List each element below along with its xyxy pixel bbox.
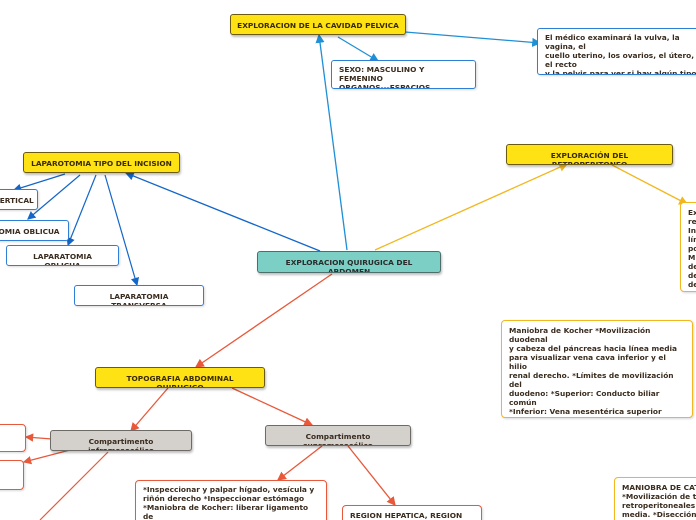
link-lap-transversa: [104, 174, 140, 287]
link-topo-supra: [231, 387, 314, 426]
node-medico-nota[interactable]: El médico examinará la vulva, la vagina,…: [537, 28, 696, 75]
node-inspeccionar[interactable]: *Inspeccionar y palpar hígado, vesícula …: [135, 480, 327, 520]
link-root-retro: [374, 163, 569, 251]
node-vertical[interactable]: VERTICAL: [0, 189, 38, 210]
node-oblicua-partial[interactable]: TOMIA OBLICUA: [0, 220, 69, 241]
node-laparatomia-transversa[interactable]: LAPARATOMIA TRANSVERSA: [74, 285, 204, 306]
node-maniobra-cat[interactable]: MANIOBRA DE CAT *Movilización de to retr…: [614, 477, 696, 520]
link-lap-oblicua-partial: [27, 174, 81, 220]
node-retro-nota[interactable]: Ex re In lín po M de de de: [680, 202, 696, 292]
node-region-hepatica[interactable]: REGION HEPATICA, REGION: [342, 505, 482, 520]
link-cavidad-medico: [404, 31, 542, 47]
link-root-topografia: [194, 273, 333, 368]
link-supra-inspeccionar: [276, 445, 323, 481]
node-laparatomia-oblicua[interactable]: LAPARATOMIA OBLICUA: [6, 245, 119, 266]
node-kocher-nota[interactable]: Maniobra de Kocher *Movilización duodena…: [501, 320, 693, 418]
node-root[interactable]: EXPLORACION QUIRUGICA DEL ABDOMEN: [257, 251, 441, 273]
node-supramesocolico[interactable]: Compartimento supramesocólico: [265, 425, 411, 446]
node-cavidad-pelvica[interactable]: EXPLORACION DE LA CAVIDAD PELVICA: [230, 14, 406, 35]
node-laparotomia[interactable]: LAPAROTOMIA TIPO DEL INCISION: [23, 152, 180, 173]
link-supra-region: [347, 445, 396, 507]
link-lap-vertical: [12, 173, 66, 192]
node-inframesocolico[interactable]: Compartimento inframesocólico: [50, 430, 192, 451]
link-infra-left-a: [24, 433, 53, 442]
link-retro-note: [611, 164, 689, 205]
link-infra-down: [39, 451, 109, 520]
link-infra-left-b: [22, 449, 71, 465]
node-sexo[interactable]: SEXO: MASCULINO Y FEMENINO ORGANOS---ESP…: [331, 60, 476, 89]
link-topo-infra: [130, 387, 169, 432]
node-topografia[interactable]: TOPOGRAFIA ABDOMINAL QUIRUGICO: [95, 367, 265, 388]
link-lap-oblicua: [66, 174, 97, 247]
link-root-laparotomia: [124, 171, 321, 252]
node-retroperitoneo[interactable]: EXPLORACIÓN DEL RETROPERITONEO: [506, 144, 673, 165]
node-infra-left-b[interactable]: [0, 460, 24, 490]
node-infra-left-a[interactable]: [0, 424, 26, 452]
link-cavidad-sexo: [337, 36, 380, 62]
link-root-cavidad: [315, 33, 348, 251]
